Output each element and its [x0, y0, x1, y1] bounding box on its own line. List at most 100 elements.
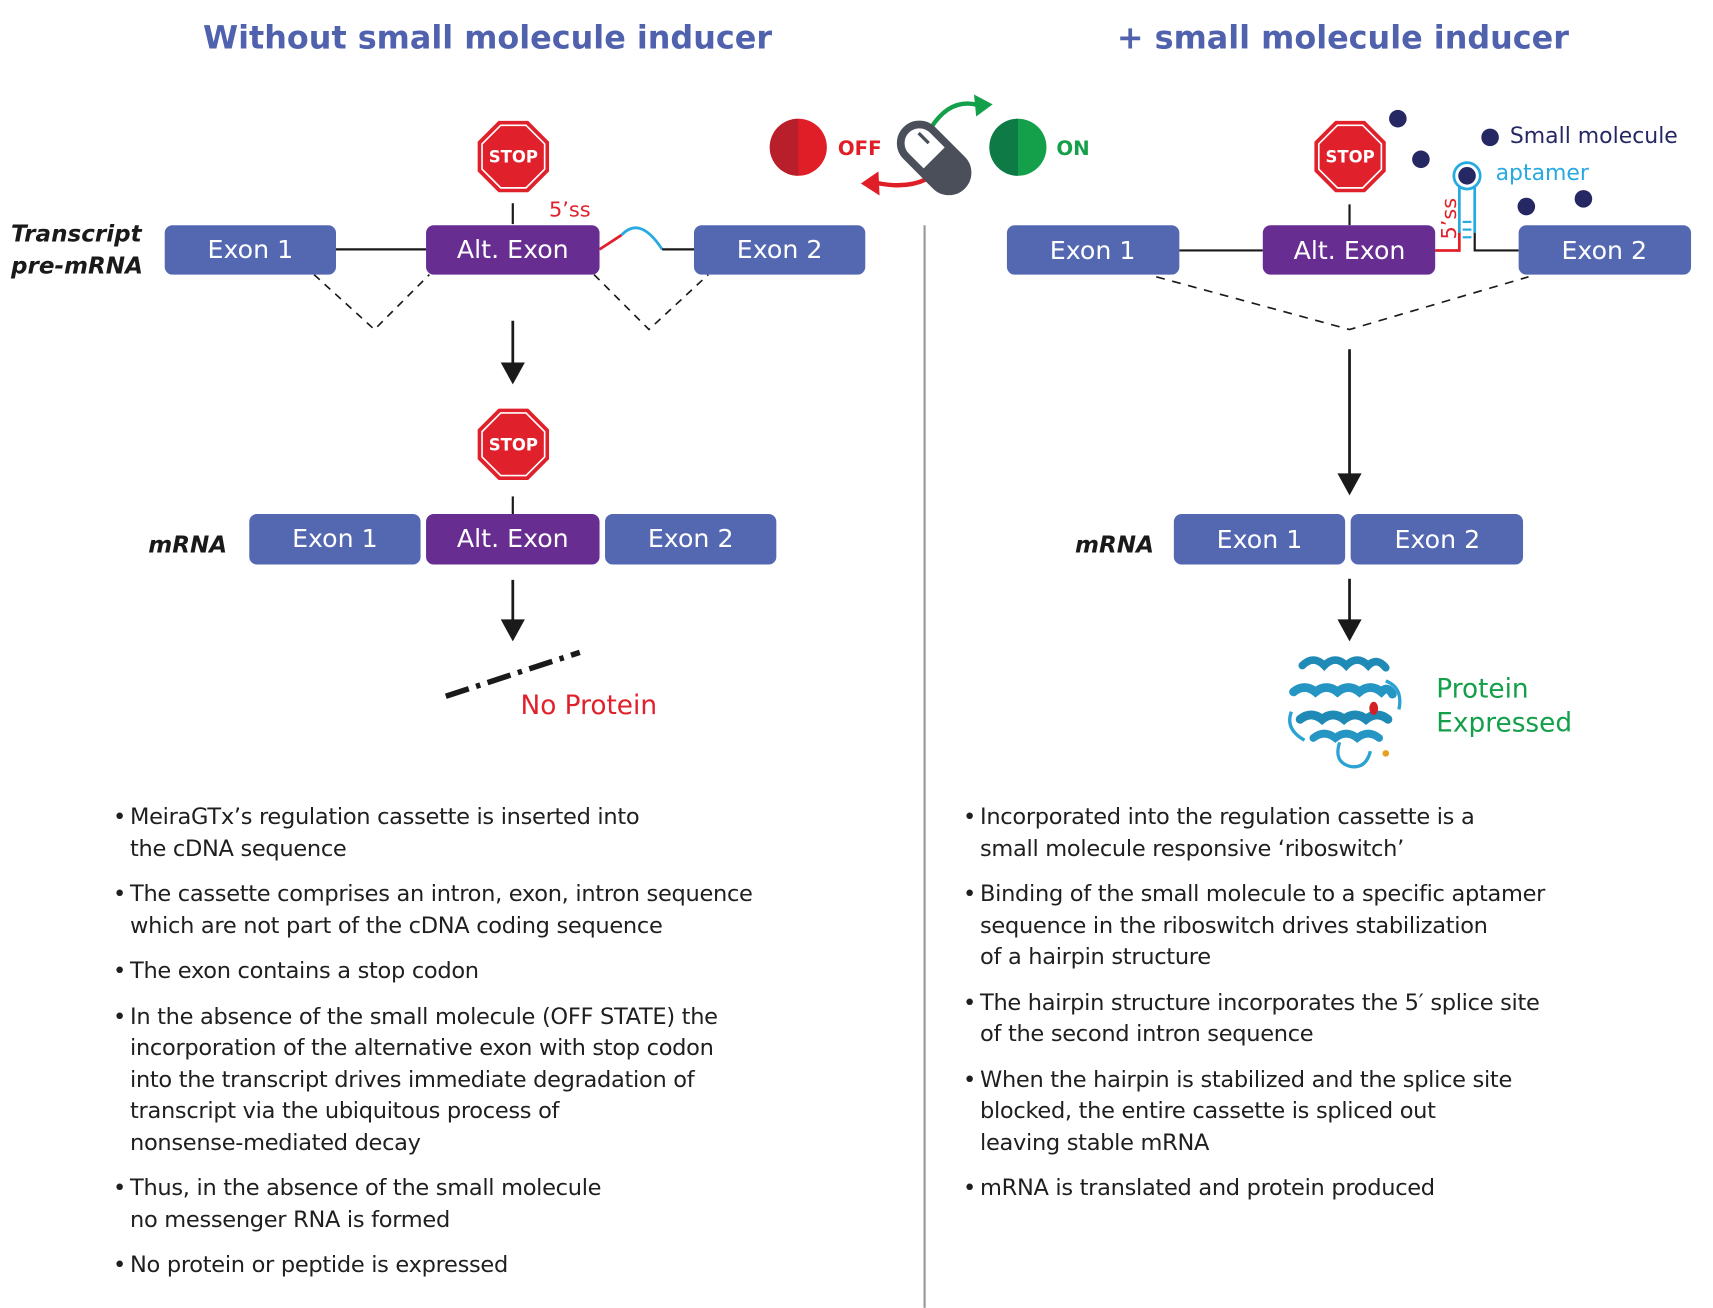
alt-exon-block: Alt. Exon: [1262, 225, 1436, 275]
bullet-line: Thus, in the absence of the small molecu…: [130, 1175, 602, 1201]
bullet-item: MeiraGTx’s regulation cassette is insert…: [113, 802, 753, 865]
mrna-exon-1-block: Exon 1: [1173, 513, 1346, 565]
mrna-exon-2-block: Exon 2: [605, 513, 777, 565]
bullet-line: The hairpin structure incorporates the 5…: [980, 989, 1540, 1016]
bullet-line: transcript via the ubiquitous process of: [130, 1098, 560, 1124]
mrna-label: mRNA: [148, 532, 227, 558]
svg-text:Alt. Exon: Alt. Exon: [457, 235, 569, 264]
bullet-line: sequence in the riboswitch drives stabil…: [980, 912, 1488, 939]
protein-expressed-label-line2: Expressed: [1436, 708, 1572, 738]
bullet-line: When the hairpin is stabilized and the s…: [980, 1066, 1512, 1093]
bullet-line: no messenger RNA is formed: [130, 1206, 450, 1233]
alt-exon-block: Alt. Exon: [426, 225, 600, 275]
bullet-line: Binding of the small molecule to a speci…: [980, 881, 1546, 907]
on-indicator-icon: [989, 118, 1047, 176]
intron-line: [1473, 230, 1519, 252]
small-molecule-icon: [1574, 190, 1593, 208]
bullet-line: of a hairpin structure: [980, 944, 1211, 970]
svg-text:Exon 2: Exon 2: [1561, 236, 1647, 265]
svg-text:Exon 1: Exon 1: [1217, 525, 1303, 554]
left-panel-title: Without small molecule inducer: [203, 18, 772, 56]
mrna-exon-2-block: Exon 2: [1350, 513, 1524, 565]
arrow-to-on-icon: [929, 101, 981, 129]
splice-path: [313, 274, 430, 331]
bullet-item: Thus, in the absence of the small molecu…: [113, 1173, 753, 1236]
bullet-line: mRNA is translated and protein produced: [980, 1175, 1435, 1201]
protein-expressed-label-line1: Protein: [1436, 674, 1528, 704]
bullet-line: nonsense-mediated decay: [130, 1129, 421, 1156]
svg-text:Alt. Exon: Alt. Exon: [457, 524, 569, 553]
on-label: ON: [1056, 137, 1089, 160]
arrow-down-icon: [500, 619, 525, 642]
bullet-line: into the transcript drives immediate deg…: [130, 1066, 695, 1093]
legend-aptamer-label: aptamer: [1496, 161, 1590, 186]
legend-small-molecule-label: Small molecule: [1510, 124, 1678, 149]
bullet-line: small molecule responsive ‘riboswitch’: [980, 835, 1404, 862]
bound-small-molecule-icon: [1458, 167, 1476, 185]
small-molecule-icon: [1389, 109, 1407, 128]
small-molecule-icon: [1412, 150, 1430, 169]
no-protein-label: No Protein: [520, 691, 657, 721]
bullet-item: The exon contains a stop codon: [113, 956, 753, 988]
bullet-line: Incorporated into the regulation cassett…: [980, 804, 1475, 830]
bullet-line: leaving stable mRNA: [980, 1129, 1210, 1156]
svg-text:Exon 1: Exon 1: [1050, 236, 1136, 265]
bullet-line: MeiraGTx’s regulation cassette is insert…: [130, 804, 640, 830]
off-indicator-icon: [769, 118, 827, 176]
legend-small-molecule-icon: [1481, 128, 1499, 147]
bullet-line: blocked, the entire cassette is spliced …: [980, 1098, 1436, 1124]
bullet-line: No protein or peptide is expressed: [130, 1252, 508, 1278]
svg-text:Exon 1: Exon 1: [292, 524, 378, 553]
bullet-item: In the absence of the small molecule (OF…: [113, 1002, 753, 1160]
exon-2-block: Exon 2: [1518, 225, 1692, 275]
bullet-line: the cDNA sequence: [130, 835, 347, 862]
bullet-line: The cassette comprises an intron, exon, …: [130, 881, 753, 907]
bullet-line: incorporation of the alternative exon wi…: [130, 1035, 714, 1061]
bullet-item: When the hairpin is stabilized and the s…: [963, 1065, 1545, 1160]
exon-1-block: Exon 1: [164, 225, 337, 275]
svg-text:Exon 1: Exon 1: [208, 235, 294, 264]
riboswitch-loop: [620, 226, 664, 251]
transcript-label-line2: pre-mRNA: [10, 254, 143, 280]
off-label: OFF: [838, 137, 882, 160]
svg-text:Exon 2: Exon 2: [737, 235, 823, 264]
arrow-down-icon: [1337, 473, 1362, 496]
exon-1-block: Exon 1: [1006, 225, 1180, 275]
exon-2-block: Exon 2: [693, 225, 866, 275]
bullet-item: No protein or peptide is expressed: [113, 1250, 753, 1282]
splice-path: [1156, 276, 1529, 331]
bullet-line: which are not part of the cDNA coding se…: [130, 912, 663, 939]
transcript-label-line1: Transcript: [11, 222, 143, 248]
bullet-item: Binding of the small molecule to a speci…: [963, 879, 1545, 974]
aptamer-hairpin-icon: [1452, 161, 1482, 239]
bullet-item: mRNA is translated and protein produced: [963, 1173, 1545, 1205]
splice-site-segment: [1435, 230, 1461, 252]
right-panel-title: + small molecule inducer: [1117, 18, 1569, 56]
mrna-label: mRNA: [1075, 532, 1154, 558]
bullet-line: In the absence of the small molecule (OF…: [130, 1003, 718, 1030]
stop-sign-label: STOP: [489, 435, 538, 454]
bullet-line: The exon contains a stop codon: [130, 958, 479, 984]
pill-icon: [896, 120, 972, 196]
mrna-exon-1-block: Exon 1: [249, 513, 421, 565]
splice-site-segment: [598, 233, 623, 251]
small-molecule-icon: [1517, 197, 1536, 216]
stop-sign-icon: STOP: [477, 120, 550, 193]
stop-sign-icon: STOP: [1314, 120, 1386, 193]
protein-structure-icon: [1288, 656, 1402, 769]
arrow-down-icon: [500, 362, 525, 385]
stop-sign-label: STOP: [1325, 148, 1374, 167]
stop-sign-icon: STOP: [477, 408, 550, 480]
bullet-item: The hairpin structure incorporates the 5…: [963, 988, 1545, 1051]
svg-text:Alt. Exon: Alt. Exon: [1294, 236, 1406, 265]
left-bullet-list: MeiraGTx’s regulation cassette is insert…: [113, 802, 753, 1296]
splice-site-label: 5’ss: [549, 197, 591, 221]
svg-text:Exon 2: Exon 2: [1395, 525, 1481, 554]
right-bullet-list: Incorporated into the regulation cassett…: [963, 802, 1545, 1219]
splice-path: [593, 274, 709, 331]
bullet-line: of the second intron sequence: [980, 1021, 1314, 1047]
arrow-to-on-head: [973, 94, 993, 117]
bullet-item: Incorporated into the regulation cassett…: [963, 802, 1545, 865]
mrna-alt-exon-block: Alt. Exon: [426, 513, 600, 565]
